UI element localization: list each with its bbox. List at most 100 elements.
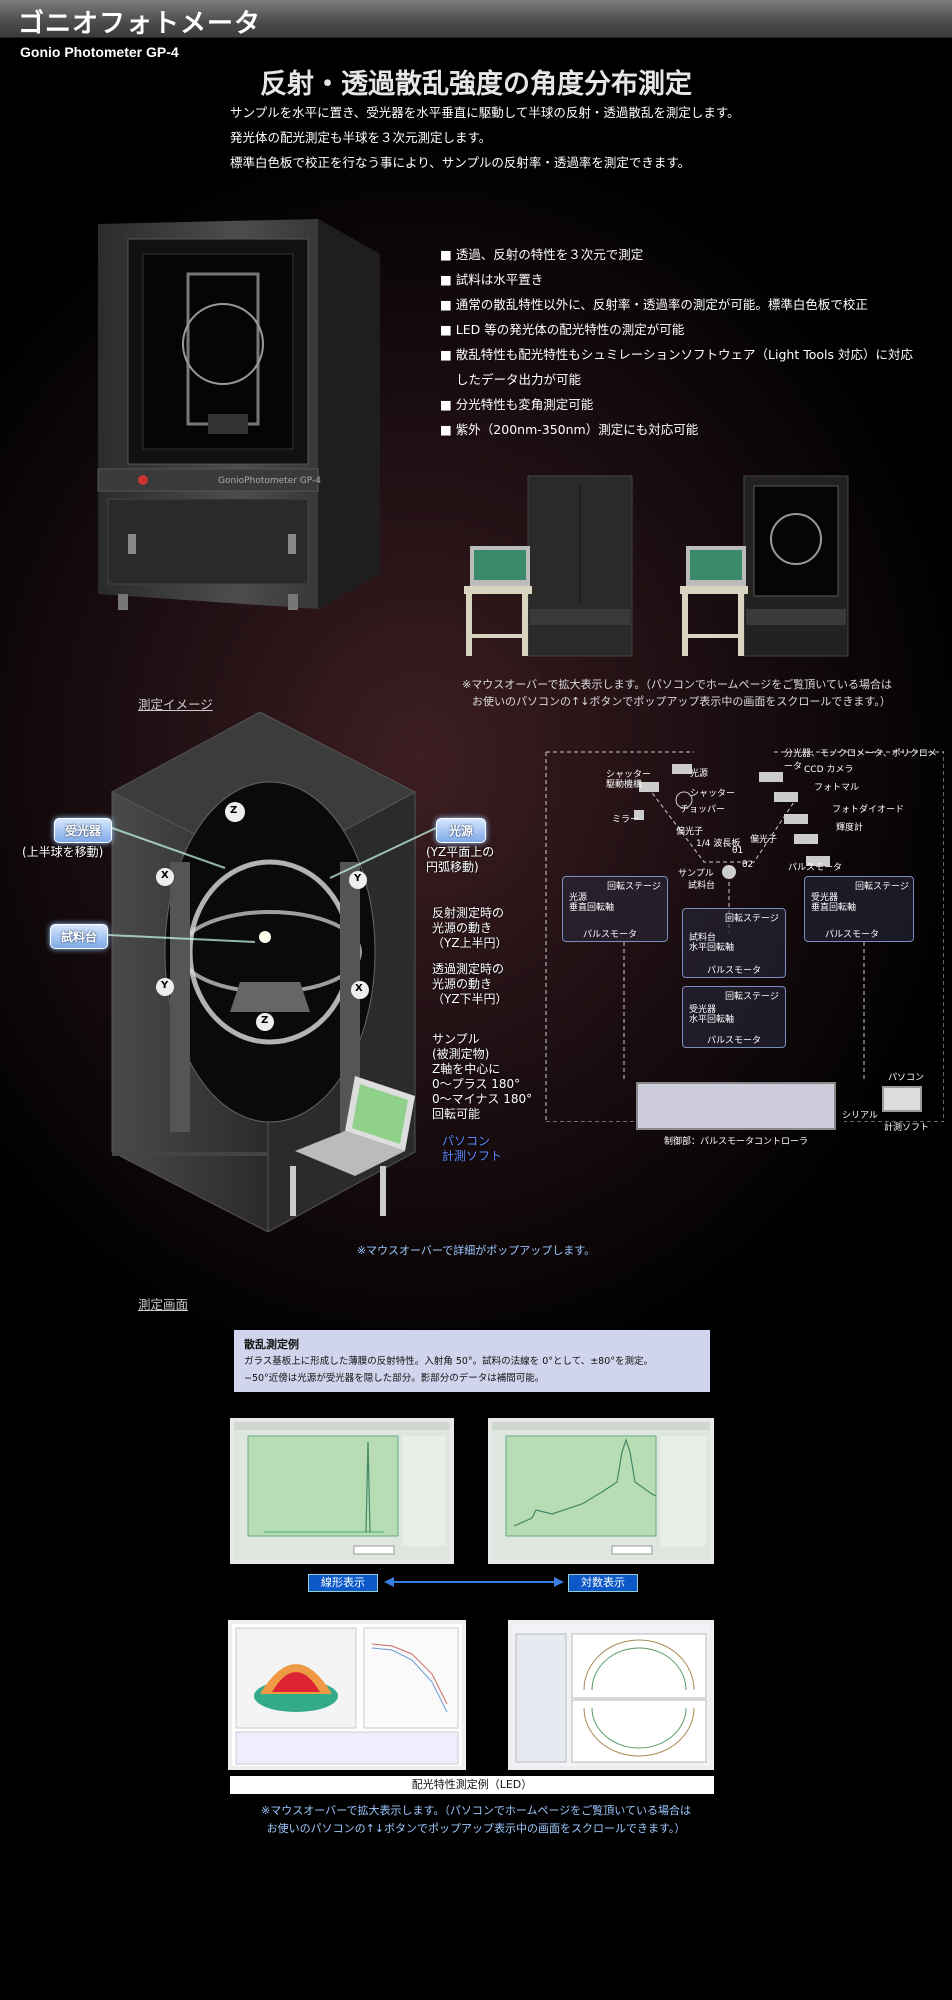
example-line: −50°近傍は光源が受光器を隠した部分。影部分のデータは補間可能。 [244,1373,545,1384]
box-title: 光源 垂直回転軸 [569,893,615,913]
led-polar-screenshot[interactable] [508,1620,714,1770]
box-motor: パルスモータ [825,930,880,940]
callout-light-source-note: (YZ平面上の 円弧移動) [426,845,494,875]
note-line: パソコン [442,1134,491,1148]
diagram-label-light-source: 光源 [690,769,709,779]
axis-label-z: Z [230,805,238,816]
diagram-label-polarizer-2: 偏光子 [750,835,778,845]
note-line: 回転可能 [432,1107,481,1121]
device-photo[interactable]: GonioPhotometer GP-4 [88,214,384,624]
log-display-tag[interactable]: 対数表示 [568,1574,638,1592]
callout-receiver-note: (上半球を移動) [22,845,104,859]
linear-display-tag[interactable]: 線形表示 [308,1574,378,1592]
diagram-label-spectrometer: 分光器、モノクロメータ、ポリクロメータ [784,749,937,772]
feature-item: ■ LED 等の発光体の配光特性の測定が可能 [440,322,685,337]
note-line: 透過測定時の [432,962,505,976]
sample-rotation-note: サンプル (被測定物) Z軸を中心に 0～プラス 180° 0～マイナス 180… [432,1032,532,1122]
note-line: お使いのパソコンの↑↓ボタンでポップアップ表示中の画面をスクロールできます。） [266,1822,686,1835]
feature-item: ■ 試料は水平置き [440,272,544,287]
feature-list: ■ 透過、反射の特性を３次元で測定 ■ 試料は水平置き ■ 通常の散乱特性以外に… [440,242,920,442]
controller-label: 制御部：パルスモータコントローラ [664,1137,809,1147]
bottom-mouseover-note: ※マウスオーバーで拡大表示します。（パソコンでホームページをご覧頂いている場合は… [0,1802,952,1838]
feature-item: ■ 分光特性も変角測定可能 [440,397,594,412]
pc-icon [882,1086,922,1112]
diagram-label-chopper: チョッパー [680,805,726,815]
box-title: 試料台 水平回転軸 [689,933,735,953]
mouseover-note: ※マウスオーバーで拡大表示します。（パソコンでホームページをご覧頂いている場合は… [462,676,922,710]
example-title: 散乱測定例 [244,1338,299,1351]
linear-plot-screenshot[interactable] [230,1418,454,1564]
note-line: （YZ上半円） [432,936,508,950]
feature-item: ■ 紫外（200nm-350nm）測定にも対応可能 [440,422,699,437]
diagram-label-theta1: θ1 [732,846,744,856]
device-label: GonioPhotometer GP-4 [218,476,321,486]
software-label: 計測ソフト [884,1123,930,1133]
intro-line: 発光体の配光測定も半球を３次元測定します。 [230,130,492,145]
serial-label: シリアル [842,1111,878,1121]
diagram-label-pulse-motor: パルスモータ [788,863,843,873]
log-plot-screenshot[interactable] [488,1418,714,1564]
pulse-motor-controller [636,1082,836,1130]
laptop-illustration [285,1076,435,1226]
scatter-example-box: 散乱測定例 ガラス基板上に形成した薄膜の反射特性。入射角 50°。試料の法線を … [234,1330,710,1392]
led-example-label: 配光特性測定例（LED） [230,1776,714,1794]
example-line: ガラス基板上に形成した薄膜の反射特性。入射角 50°。試料の法線を 0°として、… [244,1356,654,1367]
note-line: ※マウスオーバーで拡大表示します。（パソコンでホームページをご覧頂いている場合は [261,1804,691,1817]
box-motor: パルスモータ [707,1036,762,1046]
box-receiver-horizontal: 回転ステージ 受光器 水平回転軸 パルスモータ [682,986,786,1048]
diagram-label-theta2: θ2 [742,860,754,870]
box-title: 受光器 垂直回転軸 [811,893,857,913]
note-line: お使いのパソコンの↑↓ボタンでポップアップ表示中の画面をスクロールできます。） [472,695,891,708]
diagram-label-shutter: シャッター [690,789,736,799]
note-line: (被測定物) [432,1047,490,1061]
feature-item: ■ 散乱特性も配光特性もシュミレーションソフトウェア（Light Tools 対… [440,347,913,387]
reflect-motion-note: 反射測定時の 光源の動き （YZ上半円） [432,906,508,951]
note-line: Z軸を中心に [432,1062,501,1076]
box-motor: パルスモータ [707,966,762,976]
diagram-label-sample: サンプル [678,869,714,879]
system-photo-closed[interactable] [460,474,636,664]
box-light-source-vertical: 回転ステージ 光源 垂直回転軸 パルスモータ [562,876,668,942]
box-motor: パルスモータ [583,930,638,940]
callout-receiver[interactable]: 受光器 [54,818,112,843]
transmit-motion-note: 透過測定時の 光源の動き （YZ下半円） [432,962,508,1007]
note-line: （YZ下半円） [432,992,508,1006]
note-line: 反射測定時の [432,906,505,920]
diagram-label-wave-plate: 1/4 波長板 [696,839,741,849]
header-bar [0,0,952,38]
diagram-label-photomul: フォトマル [814,783,860,793]
led-3d-screenshot[interactable] [228,1620,466,1770]
intro-line: サンプルを水平に置き、受光器を水平垂直に駆動して半球の反射・透過散乱を測定します… [230,105,740,120]
product-subtitle: Gonio Photometer GP-4 [20,44,179,60]
box-receiver-vertical: 回転ステージ 受光器 垂直回転軸 パルスモータ [804,876,914,942]
callout-light-source[interactable]: 光源 [436,818,486,843]
diagram-label-polarizer: 偏光子 [676,827,704,837]
feature-item: ■ 通常の散乱特性以外に、反射率・透過率の測定が可能。標準白色板で校正 [440,297,868,312]
axis-label-y: Y [161,980,169,991]
main-title: 反射・透過散乱強度の角度分布測定 [260,69,692,100]
box-sample-horizontal: 回転ステージ 試料台 水平回転軸 パルスモータ [682,908,786,978]
rot-stage-label: 回転ステージ [725,914,779,924]
pc-software-note: パソコン 計測ソフト [442,1134,502,1164]
system-photo-open[interactable] [676,474,852,664]
callout-sample-stage[interactable]: 試料台 [50,924,108,949]
pc-label: パソコン [888,1073,925,1083]
diagram-label-ccd: CCD カメラ [804,765,854,775]
rot-stage-label: 回転ステージ [855,882,909,892]
diagram-label-mirror: ミラー [612,815,640,825]
measurement-image-label: 測定イメージ [138,697,213,712]
page-header-title: ゴニオフォトメータ [18,9,262,39]
intro-line: 標準白色板で校正を行なう事により、サンプルの反射率・透過率を測定できます。 [230,155,691,170]
system-diagram[interactable]: シャッター 駆動機構 光源 シャッター チョッパー ミラー 偏光子 1/4 波長… [544,742,945,1147]
note-line: 光源の動き [432,921,493,935]
axis-label-x: X [355,983,363,994]
box-title: 受光器 水平回転軸 [689,1005,735,1025]
note-line: (YZ平面上の [426,845,495,859]
note-line: ※マウスオーバーで拡大表示します。（パソコンでホームページをご覧頂いている場合は [462,678,892,691]
note-line: 0～プラス 180° [432,1077,521,1091]
callout-lines [107,827,437,943]
diagram-label-luminance: 輝度計 [836,823,864,833]
note-line: 円弧移動) [426,860,479,874]
rot-stage-label: 回転ステージ [607,882,661,892]
note-line: 計測ソフト [442,1149,503,1163]
